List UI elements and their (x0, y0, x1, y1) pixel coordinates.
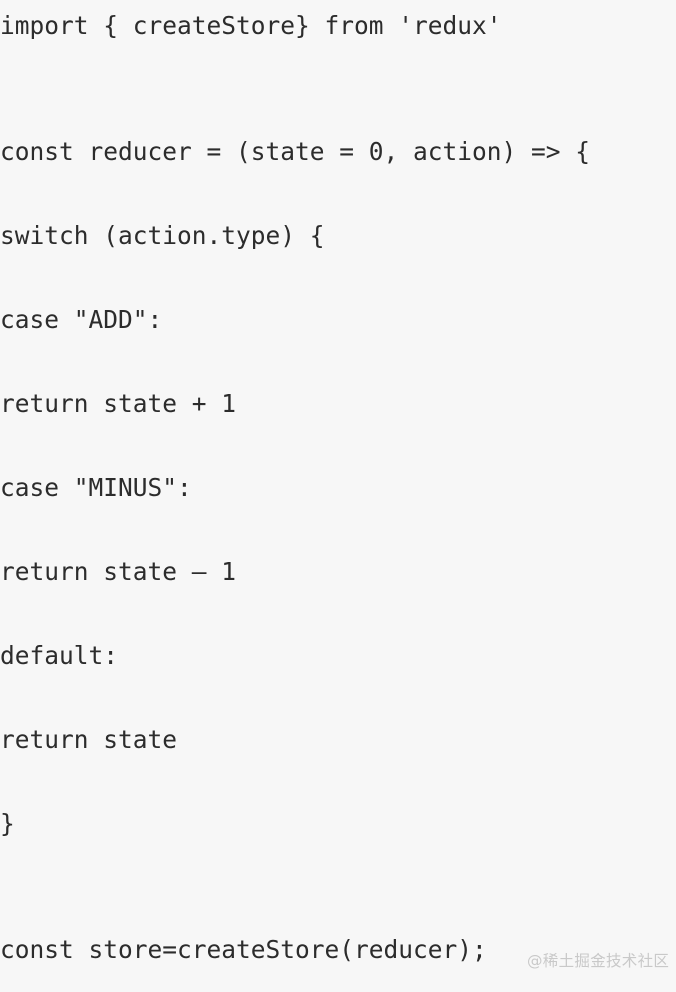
code-line: const reducer = (state = 0, action) => { (0, 137, 591, 166)
code-line: return state (0, 725, 178, 754)
watermark-label: @稀土掘金技术社区 (527, 952, 670, 970)
code-line: default: (0, 641, 119, 670)
code-line: case "MINUS": (0, 473, 192, 502)
code-line: return state + 1 (0, 389, 237, 418)
code-line: import { createStore} from 'redux' (0, 11, 502, 40)
code-line: } (0, 809, 15, 838)
code-line: case "ADD": (0, 305, 163, 334)
code-line: return state – 1 (0, 557, 237, 586)
code-line: const store=createStore(reducer); (0, 935, 487, 964)
code-line: switch (action.type) { (0, 221, 325, 250)
